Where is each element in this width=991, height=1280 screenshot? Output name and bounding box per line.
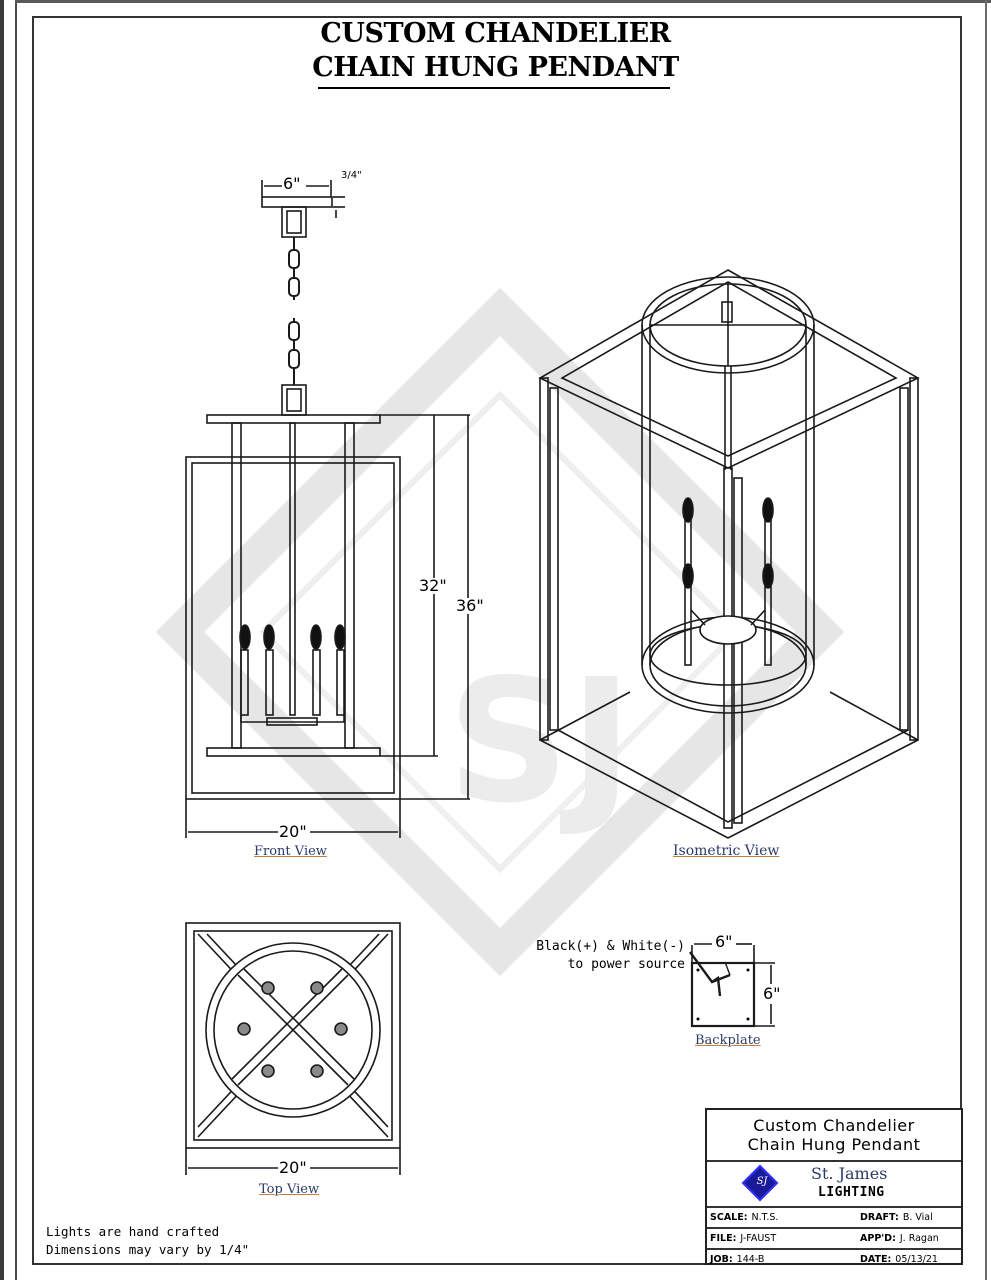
- outer-frame: [185, 456, 401, 800]
- canopy-depth-dim: 3/4": [341, 170, 362, 181]
- backplate-height-dim: 6": [762, 984, 782, 1003]
- drawing-title-line2: CHAIN HUNG PENDANT: [312, 52, 679, 83]
- body-height-dim: 32": [418, 576, 448, 595]
- top-view-sockets: [237, 981, 348, 1078]
- page-edge-inner: [15, 0, 17, 1280]
- page-edge-right: [985, 0, 987, 1280]
- field-key: SCALE:: [710, 1212, 748, 1223]
- title-block: Custom Chandelier Chain Hung Pendant SJ …: [705, 1108, 963, 1265]
- wire-note-line2: to power source: [567, 957, 685, 972]
- field-key: DATE:: [860, 1254, 892, 1265]
- title-underline: [318, 87, 670, 89]
- isometric-view-drawing: [538, 269, 920, 839]
- bottom-plate: [206, 747, 381, 757]
- note-hand-crafted: Lights are hand crafted: [46, 1224, 220, 1239]
- candles: [239, 624, 346, 726]
- field-value: 05/13/21: [895, 1254, 938, 1265]
- project-line2: Chain Hung Pendant: [747, 1135, 921, 1154]
- field-value: 144-B: [736, 1254, 765, 1265]
- title-block-brand: SJ St. James LIGHTING: [707, 1162, 961, 1208]
- wire-note-line1: Black(+) & White(-): [536, 939, 685, 954]
- backplate-label: Backplate: [695, 1033, 761, 1048]
- field-draft: DRAFT:B. Vial: [834, 1208, 961, 1227]
- watermark-diamond-inner: [258, 390, 742, 874]
- isometric-view-label: Isometric View: [673, 843, 780, 859]
- watermark: SJ: [155, 287, 845, 977]
- title-block-row: JOB:144-B DATE:05/13/21: [707, 1250, 961, 1269]
- field-file: FILE:J-FAUST: [707, 1229, 834, 1248]
- title-block-row: FILE:J-FAUST APP'D:J. Ragan: [707, 1229, 961, 1250]
- field-scale: SCALE:N.T.S.: [707, 1208, 834, 1227]
- company-sub: LIGHTING: [818, 1185, 885, 1200]
- company-name: St. James: [811, 1164, 888, 1183]
- backplate-width-dim: 6": [714, 932, 734, 951]
- front-view-drawing: [185, 180, 470, 838]
- drawing-frame: [32, 16, 962, 1265]
- field-date: DATE:05/13/21: [834, 1250, 961, 1269]
- field-value: B. Vial: [902, 1212, 933, 1223]
- note-dimensions: Dimensions may vary by 1/4": [46, 1242, 250, 1257]
- field-key: APP'D:: [860, 1233, 896, 1244]
- canopy-width-dim: 6": [282, 174, 302, 193]
- title-block-project: Custom Chandelier Chain Hung Pendant: [707, 1110, 961, 1162]
- field-value: J. Ragan: [899, 1233, 939, 1244]
- field-key: DRAFT:: [860, 1212, 899, 1223]
- field-approved: APP'D:J. Ragan: [834, 1229, 961, 1248]
- field-value: N.T.S.: [751, 1212, 779, 1223]
- top-view-drawing: [185, 922, 401, 1175]
- canopy: [261, 196, 333, 208]
- notes: Lights are hand crafted Dimensions may v…: [46, 1223, 249, 1259]
- top-width-dim: 20": [278, 1158, 308, 1177]
- field-key: FILE:: [710, 1233, 737, 1244]
- field-key: JOB:: [710, 1254, 733, 1265]
- field-job: JOB:144-B: [707, 1250, 834, 1269]
- page-edge-top: [15, 0, 991, 3]
- title-block-row: SCALE:N.T.S. DRAFT:B. Vial: [707, 1208, 961, 1229]
- page-edge-left: [0, 0, 4, 1280]
- top-plate: [206, 414, 381, 424]
- overall-height-dim: 36": [455, 596, 485, 615]
- front-view-label: Front View: [254, 844, 327, 859]
- wire-note: Black(+) & White(-) to power source: [515, 938, 685, 974]
- top-view-label: Top View: [259, 1182, 320, 1197]
- front-width-dim: 20": [278, 822, 308, 841]
- field-value: J-FAUST: [740, 1233, 777, 1244]
- backplate-drawing: [689, 943, 775, 1028]
- chain: [288, 237, 300, 385]
- logo-text: SJ: [756, 1176, 768, 1187]
- drawing-title-line1: CUSTOM CHANDELIER: [320, 18, 671, 49]
- project-line1: Custom Chandelier: [753, 1116, 915, 1135]
- watermark-diamond-outer: [155, 287, 845, 977]
